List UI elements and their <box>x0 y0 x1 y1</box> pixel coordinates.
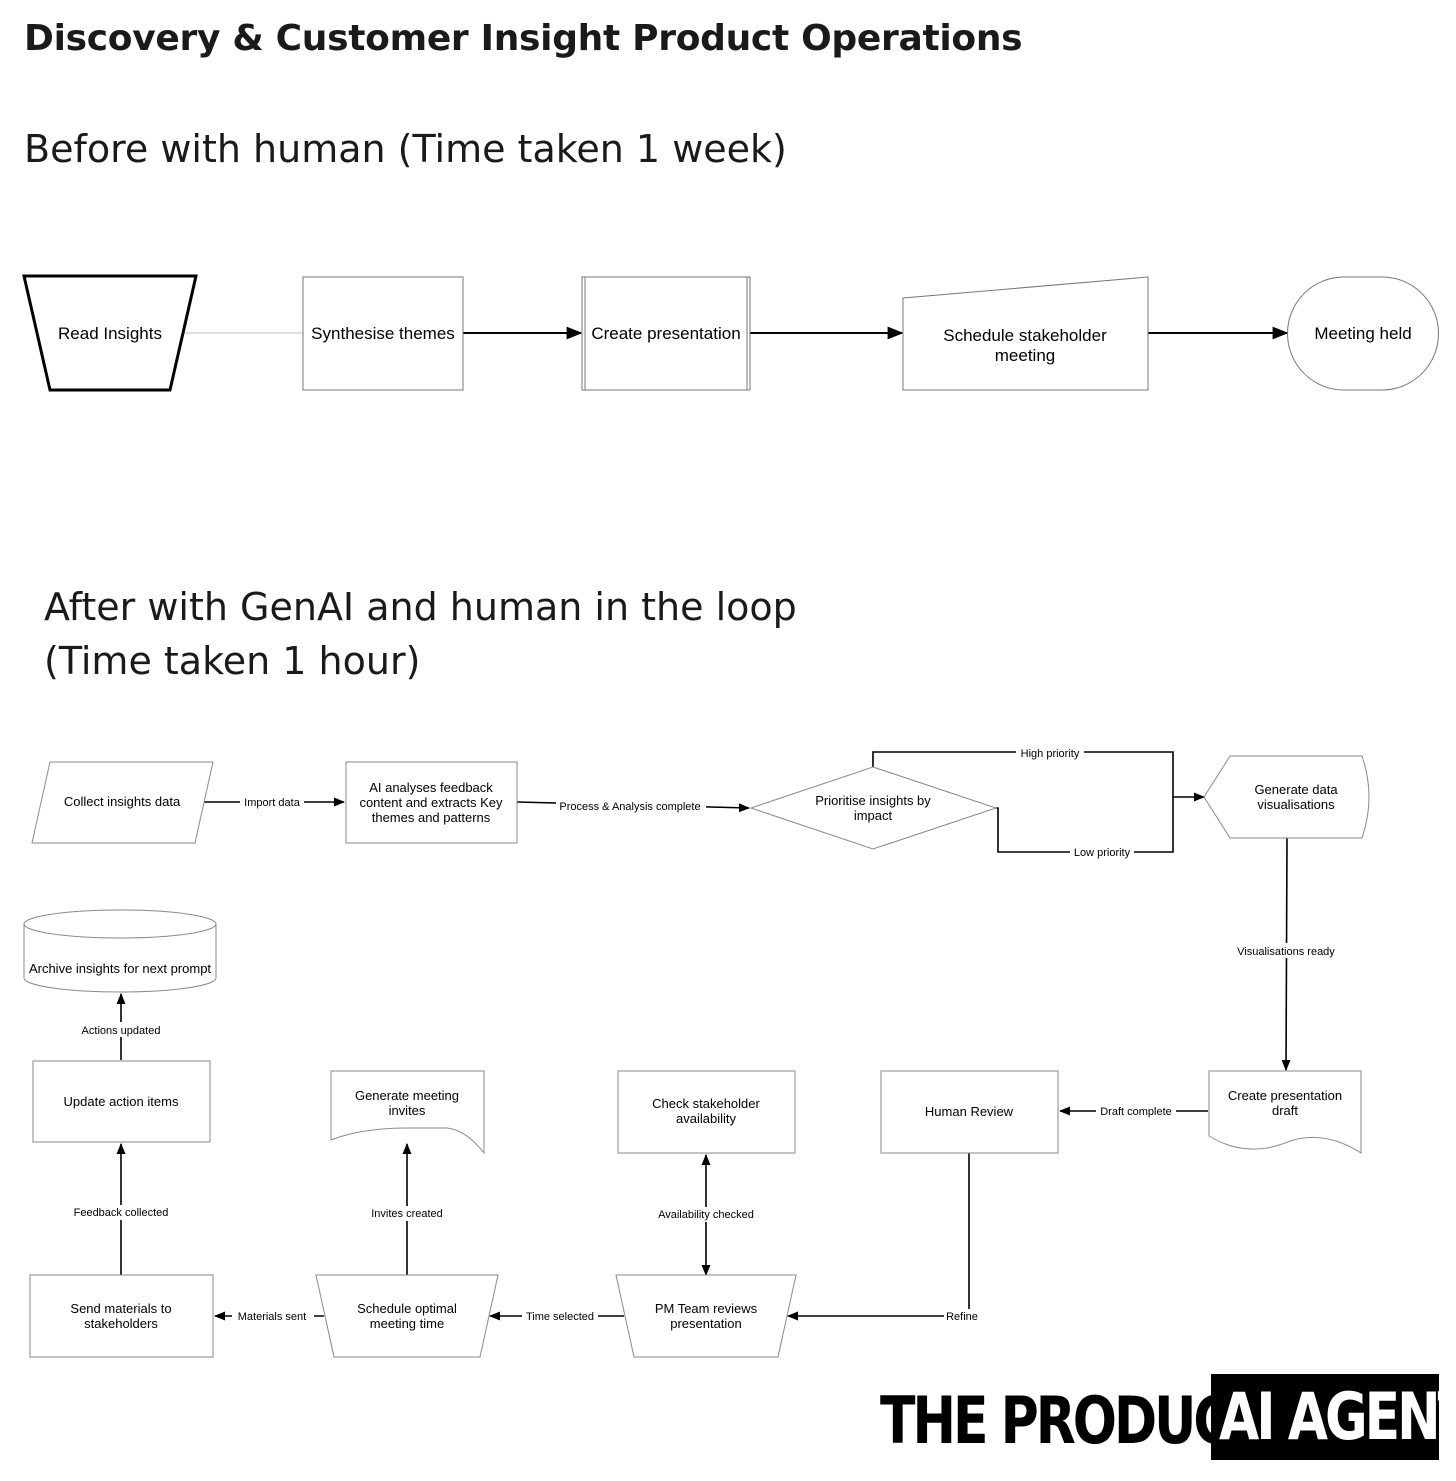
node-schedule-optimal: Schedule optimal meeting time <box>315 1274 499 1358</box>
create-draft-label-2: draft <box>1272 1103 1298 1118</box>
label-time-selected: Time selected <box>526 1311 594 1323</box>
check-availability-label-1: Check stakeholder <box>652 1096 760 1111</box>
node-generate-visualisations: Generate data visualisations <box>1203 755 1370 839</box>
pm-review-label-2: presentation <box>670 1316 742 1331</box>
schedule-optimal-label-2: meeting time <box>370 1316 444 1331</box>
label-import-data: Import data <box>244 797 301 809</box>
collect-insights-label: Collect insights data <box>64 794 181 809</box>
archive-label: Archive insights for next prompt <box>29 961 211 976</box>
generate-invites-label-1: Generate meeting <box>355 1088 459 1103</box>
node-prioritise-insights: Prioritise insights by impact <box>749 766 998 850</box>
node-read-insights: Read Insights <box>22 274 198 392</box>
label-viz-ready: Visualisations ready <box>1237 946 1335 958</box>
read-insights-label: Read Insights <box>58 324 162 343</box>
human-review-label: Human Review <box>925 1104 1014 1119</box>
node-check-availability: Check stakeholder availability <box>617 1070 796 1154</box>
generate-viz-label-2: visualisations <box>1257 797 1335 812</box>
prioritise-label-2: impact <box>854 808 893 823</box>
node-create-presentation: Create presentation <box>581 276 751 391</box>
pm-review-label-1: PM Team reviews <box>655 1301 758 1316</box>
label-availability-checked: Availability checked <box>658 1209 754 1221</box>
ai-analyses-label-2: content and extracts Key <box>359 795 503 810</box>
update-actions-label: Update action items <box>64 1094 179 1109</box>
create-draft-label-1: Create presentation <box>1228 1088 1342 1103</box>
label-high-priority: High priority <box>1021 748 1080 760</box>
brand-logo: THE PRODUCT AI AGENT <box>880 1374 1456 1460</box>
schedule-meeting-label-1: Schedule stakeholder <box>943 326 1107 345</box>
meeting-held-label: Meeting held <box>1314 324 1411 343</box>
node-synthesise-themes: Synthesise themes <box>302 276 464 391</box>
label-feedback-collected: Feedback collected <box>74 1207 169 1219</box>
schedule-optimal-label-1: Schedule optimal <box>357 1301 457 1316</box>
generate-viz-label-1: Generate data <box>1254 782 1338 797</box>
node-archive-insights: Archive insights for next prompt <box>23 909 217 993</box>
label-draft-complete: Draft complete <box>1100 1106 1172 1118</box>
label-process-complete: Process & Analysis complete <box>559 801 700 813</box>
synthesise-themes-label: Synthesise themes <box>311 324 455 343</box>
label-invites-created: Invites created <box>371 1208 443 1220</box>
node-ai-analyses: AI analyses feedback content and extract… <box>345 761 518 844</box>
after-heading-line2: (Time taken 1 hour) <box>44 639 421 683</box>
schedule-meeting-label-2: meeting <box>995 346 1055 365</box>
send-materials-label-1: Send materials to <box>70 1301 171 1316</box>
node-create-presentation-draft: Create presentation draft <box>1208 1070 1362 1154</box>
logo-text-right: AI AGENT <box>1219 1380 1456 1455</box>
label-refine: Refine <box>946 1311 978 1323</box>
node-pm-team-reviews: PM Team reviews presentation <box>615 1274 797 1358</box>
edge-labels: Import data Process & Analysis complete … <box>70 745 1340 1324</box>
generate-invites-label-2: invites <box>389 1103 426 1118</box>
prioritise-label-1: Prioritise insights by <box>815 793 931 808</box>
send-materials-label-2: stakeholders <box>84 1316 158 1331</box>
create-presentation-label: Create presentation <box>591 324 740 343</box>
page-title: Discovery & Customer Insight Product Ope… <box>24 18 1023 59</box>
after-flow: Import data Process & Analysis complete … <box>23 745 1370 1358</box>
edge-low-priority <box>996 798 1174 853</box>
before-flow: Read Insights Synthesise themes Create p… <box>22 274 1439 392</box>
node-send-materials: Send materials to stakeholders <box>29 1274 214 1358</box>
node-generate-invites: Generate meeting invites <box>330 1070 485 1155</box>
node-human-review: Human Review <box>880 1070 1059 1154</box>
logo-text-left: THE PRODUCT <box>880 1384 1264 1459</box>
before-heading: Before with human (Time taken 1 week) <box>24 127 787 171</box>
edge-refine <box>786 1153 970 1321</box>
node-schedule-stakeholder-meeting: Schedule stakeholder meeting <box>902 276 1149 391</box>
ai-analyses-label-3: themes and patterns <box>372 810 491 825</box>
check-availability-label-2: availability <box>676 1111 736 1126</box>
after-heading-line1: After with GenAI and human in the loop <box>44 585 797 629</box>
node-collect-insights: Collect insights data <box>31 761 214 844</box>
node-update-action-items: Update action items <box>32 1060 211 1143</box>
ai-analyses-label-1: AI analyses feedback <box>369 780 493 795</box>
edges <box>116 751 1291 1321</box>
node-meeting-held: Meeting held <box>1287 276 1439 391</box>
label-materials-sent: Materials sent <box>238 1311 306 1323</box>
label-actions-updated: Actions updated <box>82 1025 161 1037</box>
label-low-priority: Low priority <box>1074 847 1131 859</box>
logo-block-right: AI AGENT <box>1211 1374 1456 1460</box>
